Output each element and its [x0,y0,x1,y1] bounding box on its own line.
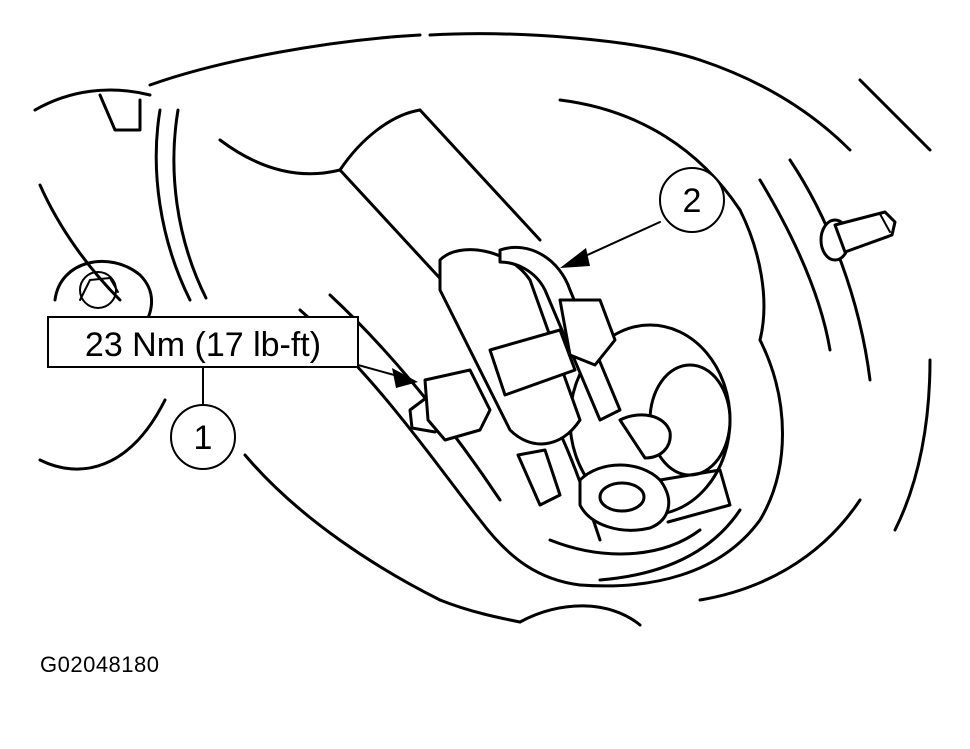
callout-1: 1 [170,404,236,470]
mounting-stud [819,210,897,262]
mount-boss [53,259,154,332]
callout-2-number: 2 [683,182,702,220]
vehicle-body-outline [33,32,932,627]
torque-spec-text: 23 Nm (17 lb-ft) [85,326,321,364]
pipe-ring [578,463,732,532]
exhaust-clamp [438,245,672,507]
torque-spec-box: 23 Nm (17 lb-ft) [47,316,359,368]
leader-lines [202,221,661,406]
figure-id: G02048180 [40,652,160,677]
heat-shield [298,98,784,588]
callout-1-number: 1 [194,419,213,457]
clamp-nut [408,368,492,442]
callout-2: 2 [659,167,725,233]
